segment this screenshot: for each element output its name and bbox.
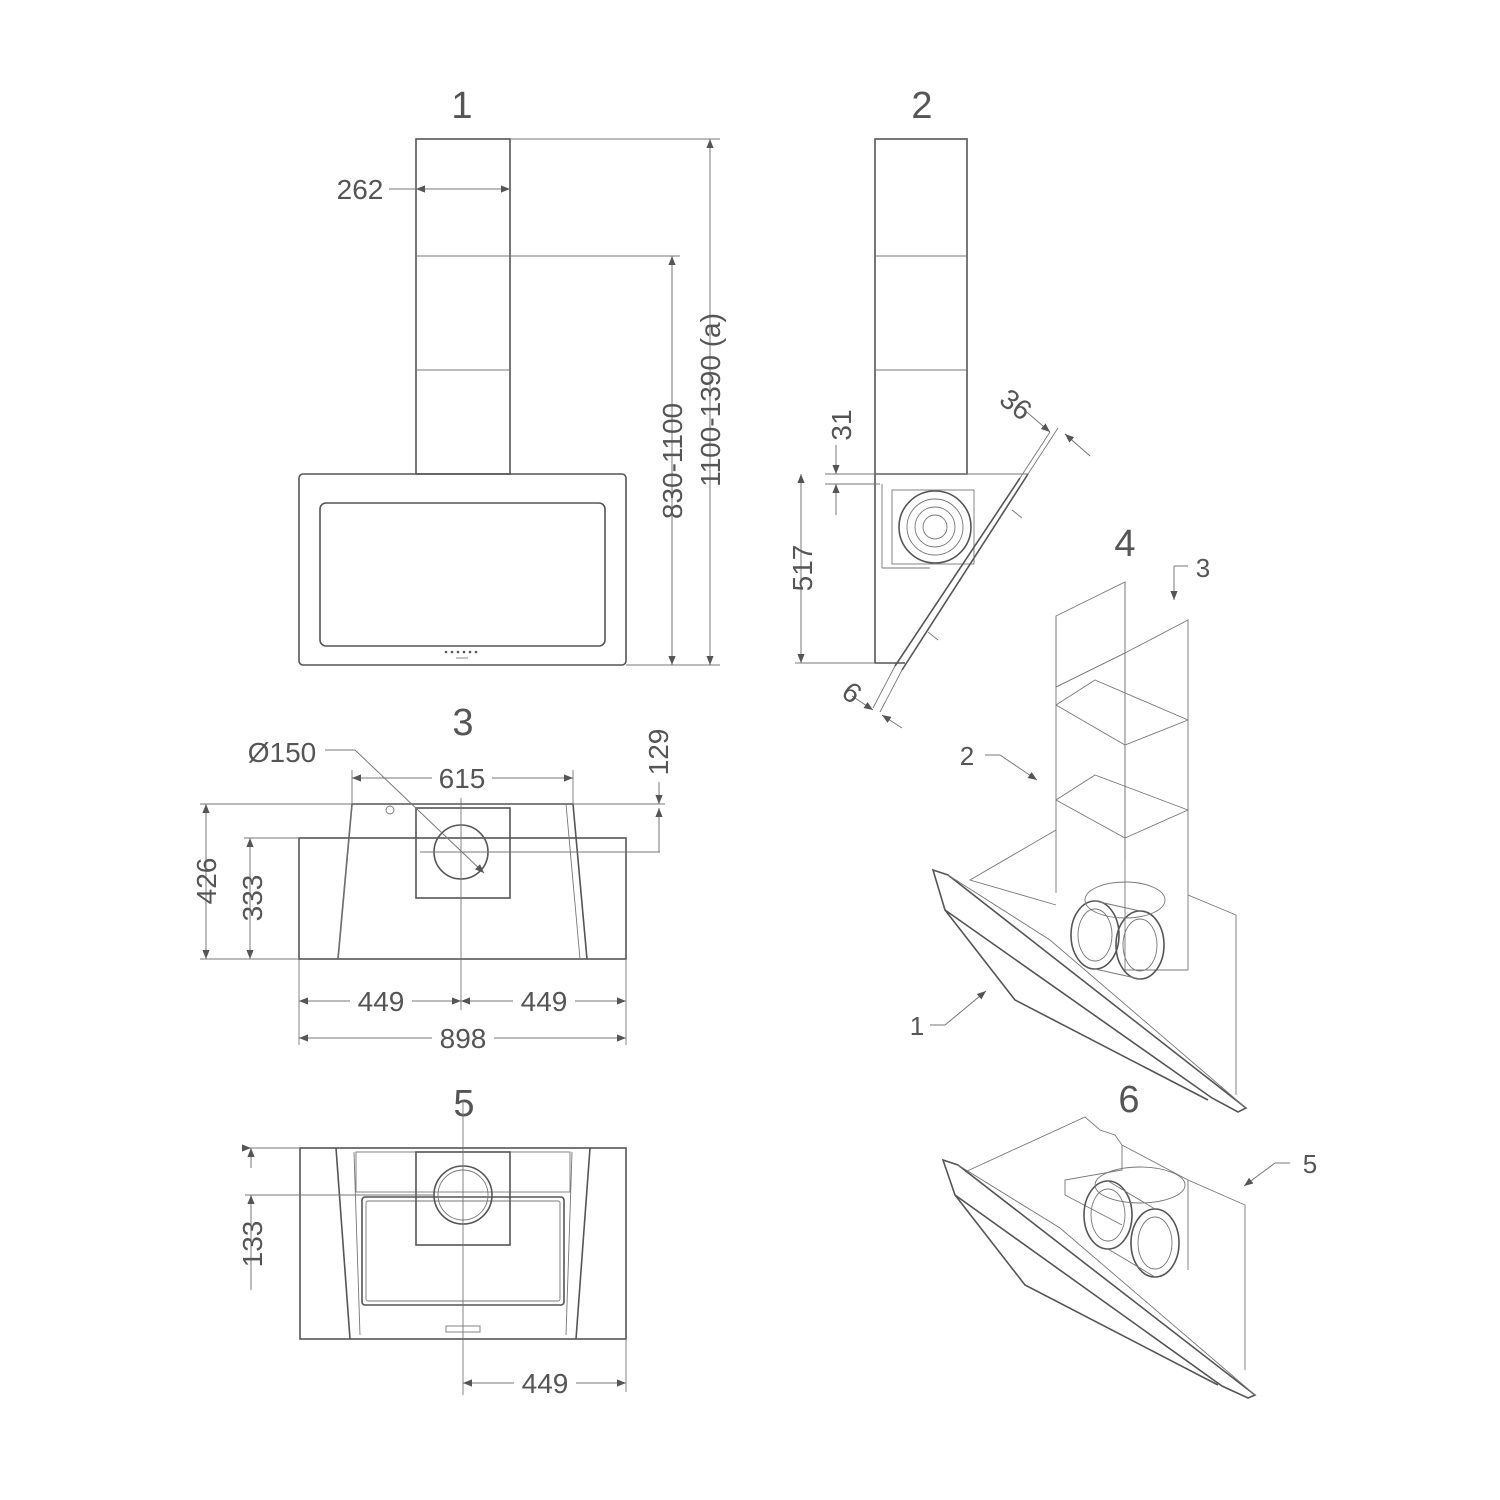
dim-front-chimney-width: 262 [337, 174, 384, 205]
view-4-label: 4 [1114, 523, 1135, 565]
view-5-label: 5 [453, 1083, 474, 1125]
side-motor [891, 489, 975, 565]
dim-side-offset-top: 31 [826, 409, 857, 440]
iso4-callout-3: 3 [1196, 553, 1210, 583]
dim-side-glass-bottom: 6 [836, 676, 867, 710]
view-3-top: 3 Ø150 615 129 426 333 [191, 702, 674, 1054]
view-1-label: 1 [451, 85, 472, 127]
dim-chimney-height-total: 1100-1390 (a) [695, 313, 726, 487]
dim-side-glass-top: 36 [994, 383, 1038, 427]
side-hood-body [874, 474, 905, 664]
iso6-motor [1083, 1166, 1186, 1278]
iso4-glass-panel [931, 868, 1248, 1113]
top-chimney [415, 807, 511, 899]
iso4-motor [1070, 881, 1166, 980]
front-glass-panel [319, 502, 606, 647]
iso4-callout-2: 2 [960, 741, 974, 771]
control-buttons [444, 650, 478, 659]
dim-chimney-height-short: 830-1100 [657, 403, 688, 519]
dim-top-back-width: 615 [439, 763, 486, 794]
view-6-isometric: 6 5 [941, 1079, 1317, 1399]
front-hood-body [298, 473, 627, 666]
view-4-isometric: 4 [910, 523, 1248, 1113]
view-5-bottom: 5 133 449 [237, 1083, 627, 1399]
dim-bottom-depth: 133 [237, 1221, 268, 1268]
view-2-side: 2 31 517 [787, 85, 1091, 729]
dim-top-depth-body: 333 [237, 875, 268, 922]
iso6-callout-5: 5 [1303, 1149, 1317, 1179]
side-glass-front [901, 473, 1029, 671]
iso6-glass-panel [941, 1158, 1257, 1399]
iso4-callout-1: 1 [910, 1011, 924, 1041]
top-hood-outline [298, 837, 627, 960]
dim-top-half-left: 449 [358, 986, 405, 1017]
dim-top-half-right: 449 [521, 986, 568, 1017]
dim-top-total-width: 898 [440, 1023, 487, 1054]
view-6-label: 6 [1118, 1079, 1139, 1121]
dim-top-depth-total: 426 [191, 858, 222, 905]
view-1-front: 1 262 830-1100 1100-1390 (a) [298, 85, 726, 666]
view-3-label: 3 [452, 702, 473, 744]
dim-side-body-height: 517 [787, 545, 818, 592]
dim-outlet-diameter: Ø150 [248, 737, 317, 768]
side-chimney [874, 138, 968, 475]
view-2-label: 2 [911, 85, 932, 127]
dim-bottom-half-width: 449 [522, 1368, 569, 1399]
iso4-chimney [1055, 581, 1189, 970]
dim-top-depth-rear: 129 [643, 729, 674, 776]
iso6-top-plate [964, 1116, 1123, 1173]
